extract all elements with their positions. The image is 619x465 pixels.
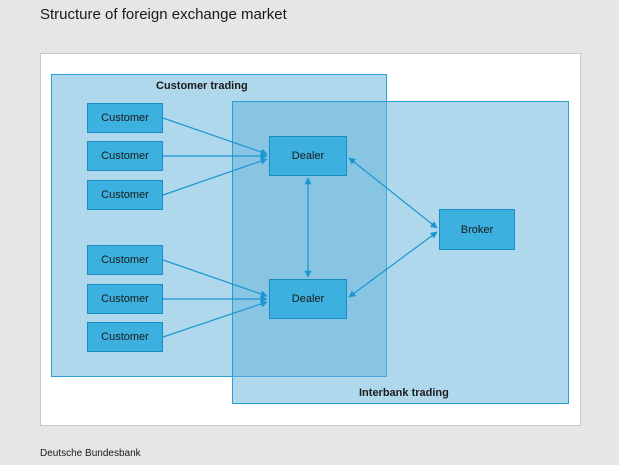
- broker-node: Broker: [439, 209, 515, 250]
- customer-node-4: Customer: [87, 245, 163, 275]
- customer-node-1: Customer: [87, 103, 163, 133]
- source-note: Deutsche Bundesbank: [40, 448, 141, 459]
- arrow-customer3-dealer-top: [162, 157, 268, 196]
- dealer-node-bottom: Dealer: [269, 279, 347, 319]
- interbank-trading-label: Interbank trading: [359, 387, 449, 399]
- customer-node-5: Customer: [87, 284, 163, 314]
- arrow-customer1-dealer-top: [162, 117, 268, 156]
- customer-trading-label: Customer trading: [156, 80, 248, 92]
- customer-node-6: Customer: [87, 322, 163, 352]
- arrow-dealer-top-broker: [348, 157, 438, 229]
- chart-title: Structure of foreign exchange market: [40, 6, 287, 23]
- arrow-dealer-bottom-broker: [348, 231, 438, 298]
- arrow-customer4-dealer-bottom: [162, 259, 268, 298]
- dealer-node-top: Dealer: [269, 136, 347, 176]
- customer-node-3: Customer: [87, 180, 163, 210]
- customer-node-2: Customer: [87, 141, 163, 171]
- arrow-customer6-dealer-bottom: [162, 300, 268, 338]
